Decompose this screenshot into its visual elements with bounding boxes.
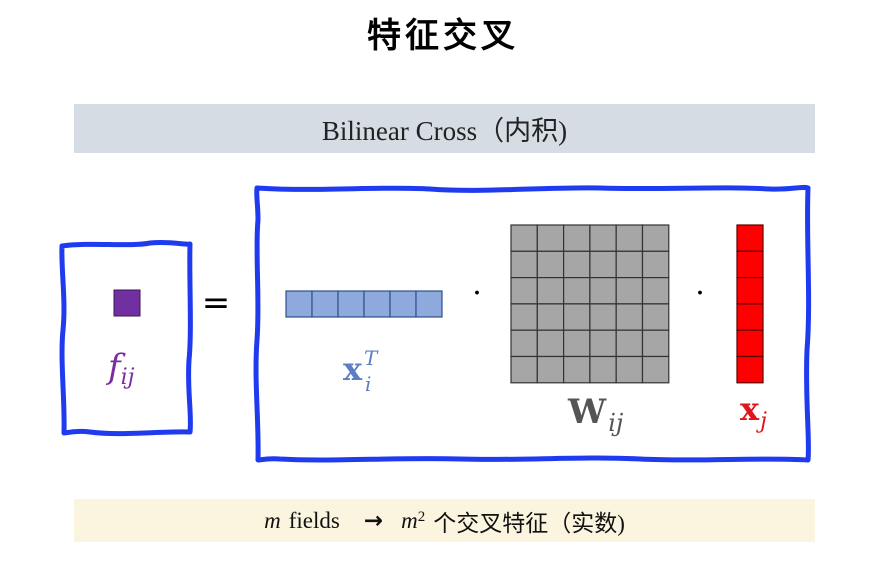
w-symbol: W bbox=[568, 392, 607, 432]
xj-symbol: x bbox=[740, 390, 760, 428]
xj-cell bbox=[736, 224, 764, 252]
w-cell bbox=[536, 329, 565, 358]
xi-subscript: i bbox=[365, 372, 372, 396]
xi-row-vector bbox=[285, 290, 443, 318]
w-cell bbox=[589, 355, 617, 384]
w-cell bbox=[589, 250, 617, 279]
xi-cell bbox=[415, 290, 443, 318]
w-cell bbox=[510, 355, 538, 384]
w-subscript: ij bbox=[608, 409, 624, 437]
w-cell bbox=[615, 355, 644, 384]
xj-cell bbox=[736, 329, 764, 358]
w-cell bbox=[615, 303, 644, 331]
equals-sign: = bbox=[202, 283, 231, 323]
w-cell bbox=[562, 250, 591, 279]
w-cell bbox=[641, 355, 670, 384]
xj-subscript: j bbox=[760, 409, 767, 434]
w-cell bbox=[510, 250, 538, 279]
xi-transpose-label: x T i bbox=[343, 346, 377, 396]
xj-cell bbox=[736, 303, 764, 331]
w-cell bbox=[615, 329, 644, 358]
xi-cell bbox=[363, 290, 391, 318]
w-cell bbox=[510, 329, 538, 358]
w-cell bbox=[589, 277, 617, 305]
fields-word: fields bbox=[288, 507, 340, 533]
w-cell bbox=[615, 277, 644, 305]
w-cell bbox=[536, 277, 565, 305]
f-symbol: f bbox=[108, 347, 121, 387]
page-title: 特征交叉 bbox=[367, 16, 519, 56]
w-cell bbox=[562, 355, 591, 384]
w-cell bbox=[536, 250, 565, 279]
w-cell bbox=[510, 277, 538, 305]
xi-superscript: T bbox=[364, 346, 378, 370]
xj-column-vector bbox=[736, 224, 764, 384]
w-cell bbox=[536, 224, 565, 252]
m-squared-exponent: 2 bbox=[417, 509, 426, 525]
cross-feature-count-text: 个交叉特征（实数) bbox=[433, 510, 625, 536]
xj-cell bbox=[736, 355, 764, 384]
dot-operator-2: · bbox=[695, 276, 705, 311]
w-cell bbox=[615, 250, 644, 279]
xj-cell bbox=[736, 277, 764, 305]
xj-cell bbox=[736, 250, 764, 279]
w-matrix bbox=[510, 224, 670, 384]
scalar-square bbox=[113, 289, 141, 317]
xi-cell bbox=[311, 290, 339, 318]
w-cell bbox=[641, 250, 670, 279]
w-cell bbox=[536, 355, 565, 384]
w-cell bbox=[641, 277, 670, 305]
w-cell bbox=[562, 303, 591, 331]
xi-symbol: x bbox=[343, 350, 363, 388]
xi-cell bbox=[389, 290, 417, 318]
f-subscript: ij bbox=[120, 365, 135, 390]
w-cell bbox=[641, 224, 670, 252]
w-cell bbox=[641, 303, 670, 331]
w-cell bbox=[589, 303, 617, 331]
left-frame bbox=[59, 239, 193, 437]
w-cell bbox=[536, 303, 565, 331]
xi-cell bbox=[285, 290, 313, 318]
w-cell bbox=[589, 224, 617, 252]
xj-label: xj bbox=[740, 390, 767, 434]
dot-operator-1: · bbox=[472, 276, 482, 311]
m-variable: m bbox=[264, 507, 281, 533]
xi-cell bbox=[337, 290, 365, 318]
w-cell bbox=[510, 224, 538, 252]
w-cell bbox=[510, 303, 538, 331]
w-ij-label: Wij bbox=[568, 392, 623, 437]
bilinear-cross-banner: Bilinear Cross（内积) bbox=[74, 104, 815, 153]
w-cell bbox=[615, 224, 644, 252]
w-cell bbox=[589, 329, 617, 358]
right-frame bbox=[253, 184, 812, 463]
m-squared-variable: m bbox=[401, 507, 418, 533]
f-ij-label: fij bbox=[108, 347, 135, 390]
w-cell bbox=[562, 224, 591, 252]
arrow-icon: → bbox=[363, 507, 384, 534]
w-cell bbox=[562, 277, 591, 305]
w-cell bbox=[562, 329, 591, 358]
w-cell bbox=[641, 329, 670, 358]
